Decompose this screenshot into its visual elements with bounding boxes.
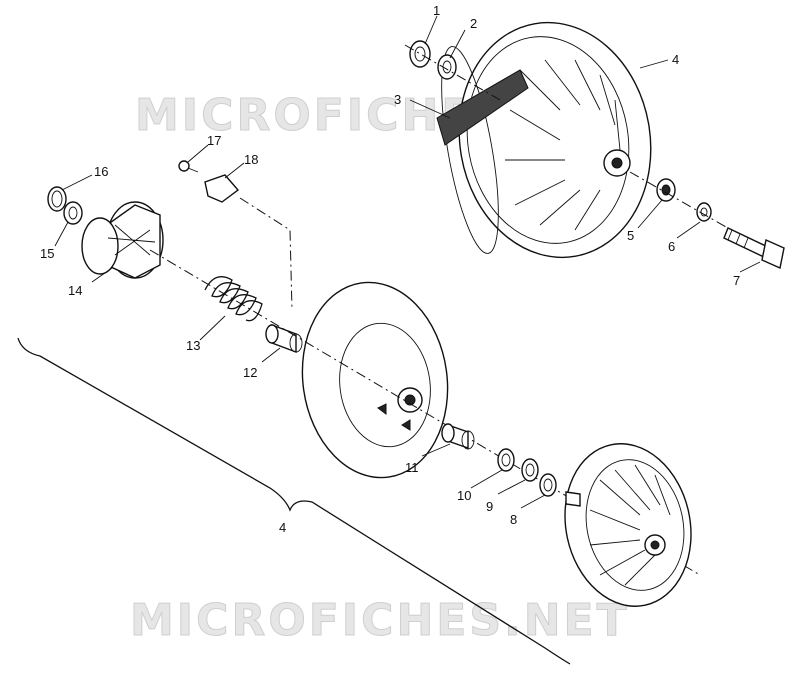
bolt-axis-line: [629, 171, 741, 236]
leader-lines: [54, 15, 761, 509]
washer-5: [656, 178, 676, 202]
snap-ring-16: [47, 186, 67, 212]
callout-15: 15: [40, 246, 54, 261]
washer-2: [437, 54, 457, 80]
washer-8: [539, 473, 557, 497]
cam-14: [81, 201, 164, 279]
bushing-12: [265, 323, 303, 354]
callout-2: 2: [470, 16, 477, 31]
callout-8: 8: [510, 512, 517, 527]
callout-11: 11: [405, 460, 419, 475]
drive-belt: [436, 69, 529, 146]
callout-16: 16: [94, 164, 108, 179]
assembly-bracket: [17, 337, 571, 665]
callout-4: 4: [672, 52, 679, 67]
callout-13: 13: [186, 338, 200, 353]
callout-3: 3: [394, 92, 401, 107]
moveable-sheave: [301, 281, 449, 479]
washer-6: [696, 202, 712, 222]
bolt-7: [723, 227, 785, 269]
washer-10: [497, 448, 515, 472]
screw-17: [178, 160, 199, 173]
washer-1: [409, 40, 431, 68]
callout-17: 17: [207, 133, 221, 148]
callout-10: 10: [457, 488, 471, 503]
button-18: [204, 174, 240, 203]
bushing-11: [441, 423, 475, 450]
callout-9: 9: [486, 499, 493, 514]
spring-13: [204, 276, 263, 322]
main-axis-line: [149, 249, 701, 576]
callout-6: 6: [668, 239, 675, 254]
upper-axis-line: [404, 44, 501, 101]
washer-15: [63, 201, 83, 225]
callout-14: 14: [68, 283, 82, 298]
callout-assembly-4: 4: [279, 520, 286, 535]
washer-9: [521, 458, 539, 482]
callout-7: 7: [733, 273, 740, 288]
stationary-sheave: [564, 443, 692, 607]
callout-12: 12: [243, 365, 257, 380]
callout-5: 5: [627, 228, 634, 243]
callout-1: 1: [433, 3, 440, 18]
watermark-bottom: MICROFICHES.NET: [130, 595, 630, 646]
callout-18: 18: [244, 152, 258, 167]
